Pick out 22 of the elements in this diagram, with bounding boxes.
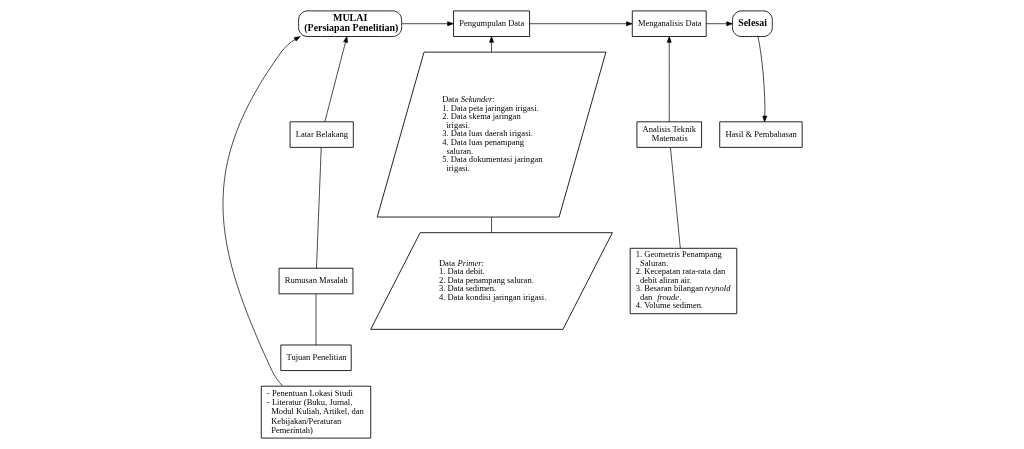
arrow — [757, 36, 767, 123]
connector — [490, 216, 492, 233]
node-box: Menganalisis Data — [631, 10, 707, 37]
connector — [669, 147, 681, 249]
node-box: 1. Geometris Penampang Saluran. 2. Kecepatan rata-rata dan debit aliran air. 3. Besaran bilangan reynold dan froude. 4. Volume sedimen. — [629, 247, 737, 315]
arrow — [666, 36, 672, 123]
arrow — [705, 21, 733, 27]
node-box: Analisis Teknik Matematis — [636, 121, 702, 148]
node-box: Tujuan Penelitian — [279, 344, 352, 371]
arrow — [222, 36, 300, 387]
connector — [315, 147, 322, 269]
arrow — [488, 36, 494, 53]
node-box: Pengumpulan Data — [452, 10, 530, 37]
node-box: Hasil & Pembahasan — [718, 121, 803, 148]
node-box: MULAI (Persiapan Penelitian) — [297, 10, 402, 37]
node-box: Latar Belakang — [289, 121, 354, 148]
node-box: Selesai — [731, 10, 773, 37]
arrow — [324, 36, 348, 123]
node-box: - Penentuan Lokasi Studi - Literatur (Buku, Jurnal, Modul Kuliah, Artikel, dan Kebijakan/Peraturan Pemerintah) — [260, 385, 371, 439]
arrow — [400, 21, 454, 27]
arrow — [528, 21, 633, 27]
node-box: Rumusan Masalah — [278, 267, 353, 295]
